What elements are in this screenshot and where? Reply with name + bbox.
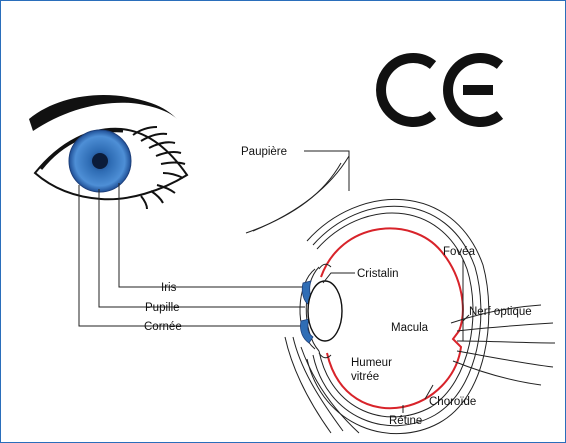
label-iris: Iris — [161, 282, 177, 294]
label-choroide: Choroïde — [429, 396, 476, 408]
retina-shape — [321, 228, 463, 408]
label-vitree: vitrée — [351, 371, 379, 383]
eye-cross-section — [246, 156, 555, 434]
label-fovea: Fovéa — [443, 246, 476, 258]
label-retine: Rétine — [389, 415, 422, 427]
label-macula: Macula — [391, 322, 429, 334]
front-leader-lines — [79, 183, 305, 326]
label-paupiere: Paupière — [241, 146, 287, 158]
label-humeur: Humeur — [351, 357, 392, 369]
label-cristalin: Cristalin — [357, 268, 399, 280]
label-nerf-optique: Nerf optique — [469, 306, 532, 318]
eye-front-view — [29, 95, 187, 209]
label-cornee: Cornée — [144, 321, 182, 333]
lens-shape — [308, 281, 342, 341]
eyebrow-shape — [29, 95, 177, 131]
pupil-shape — [92, 153, 108, 169]
ce-mark — [381, 58, 500, 122]
label-pupille: Pupille — [145, 302, 180, 314]
